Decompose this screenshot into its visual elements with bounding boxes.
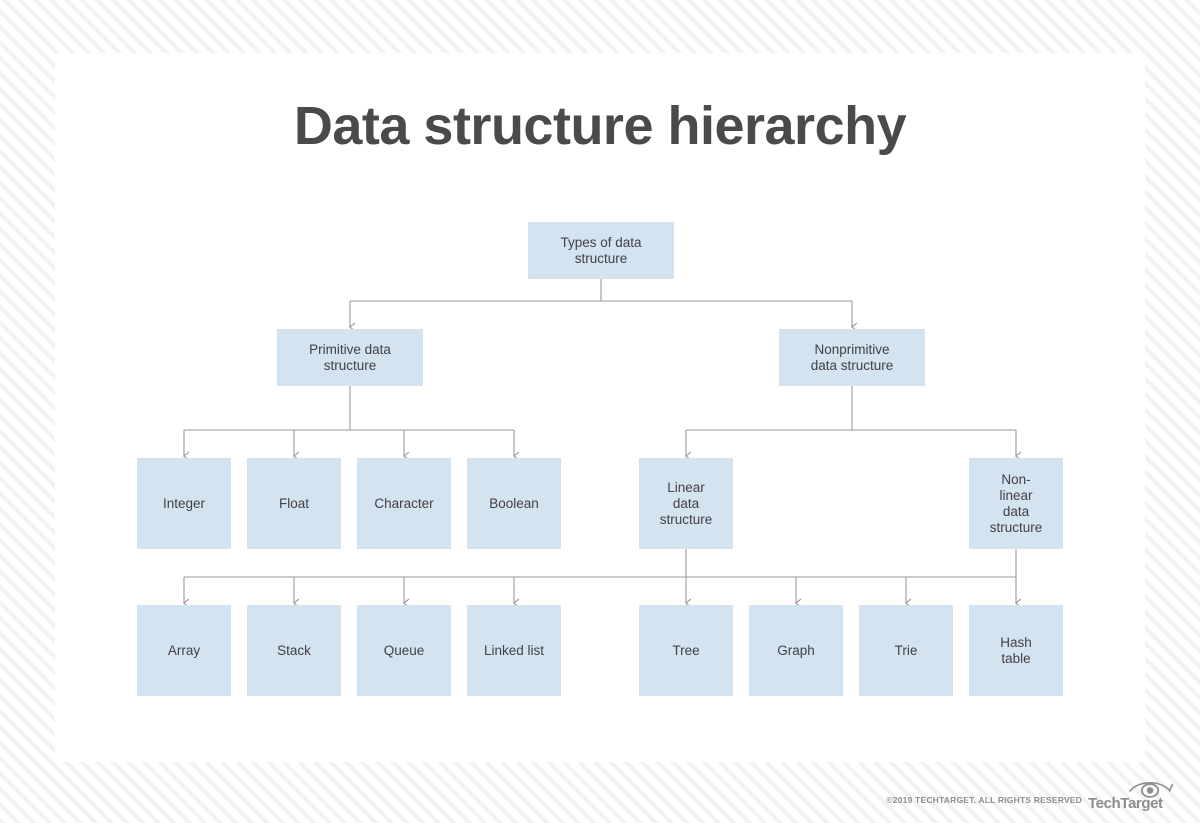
node-label: Hash table <box>1000 634 1032 666</box>
node-label: Stack <box>277 642 311 658</box>
node-linear[interactable]: Linear data structure <box>639 458 733 549</box>
node-character[interactable]: Character <box>357 458 451 549</box>
node-integer[interactable]: Integer <box>137 458 231 549</box>
techtarget-logo: TechTarget <box>1088 778 1188 812</box>
node-primitive[interactable]: Primitive data structure <box>277 329 423 386</box>
node-label: Types of data structure <box>560 234 642 266</box>
techtarget-wordmark: TechTarget <box>1088 795 1163 812</box>
copyright-text: ©2019 TECHTARGET. ALL RIGHTS RESERVED <box>886 795 1082 805</box>
node-float[interactable]: Float <box>247 458 341 549</box>
node-tree[interactable]: Tree <box>639 605 733 696</box>
node-label: Nonprimitive data structure <box>810 341 894 373</box>
node-label: Array <box>167 642 201 658</box>
node-trie[interactable]: Trie <box>859 605 953 696</box>
node-label: Non- linear data structure <box>989 471 1043 535</box>
node-label: Character <box>374 495 434 511</box>
node-stack[interactable]: Stack <box>247 605 341 696</box>
node-label: Tree <box>672 642 700 658</box>
node-label: Trie <box>894 642 918 658</box>
node-label: Linear data structure <box>659 479 713 527</box>
node-queue[interactable]: Queue <box>357 605 451 696</box>
node-label: Linked list <box>483 642 545 658</box>
node-label: Graph <box>777 642 815 658</box>
node-label: Queue <box>383 642 425 658</box>
node-boolean[interactable]: Boolean <box>467 458 561 549</box>
eye-icon <box>1129 781 1174 798</box>
footer: ©2019 TECHTARGET. ALL RIGHTS RESERVED Te… <box>0 770 1200 815</box>
node-label: Float <box>278 495 309 511</box>
node-hashtable[interactable]: Hash table <box>969 605 1063 696</box>
node-graph[interactable]: Graph <box>749 605 843 696</box>
node-root[interactable]: Types of data structure <box>528 222 674 279</box>
node-linkedlist[interactable]: Linked list <box>467 605 561 696</box>
node-label: Primitive data structure <box>309 341 391 373</box>
node-array[interactable]: Array <box>137 605 231 696</box>
node-label: Boolean <box>489 495 539 511</box>
node-nonlinear[interactable]: Non- linear data structure <box>969 458 1063 549</box>
diagram-card: Data structure hierarchy Types of data s… <box>55 53 1145 762</box>
page-title: Data structure hierarchy <box>293 96 907 156</box>
node-label: Integer <box>162 495 206 511</box>
node-nonprimitive[interactable]: Nonprimitive data structure <box>779 329 925 386</box>
